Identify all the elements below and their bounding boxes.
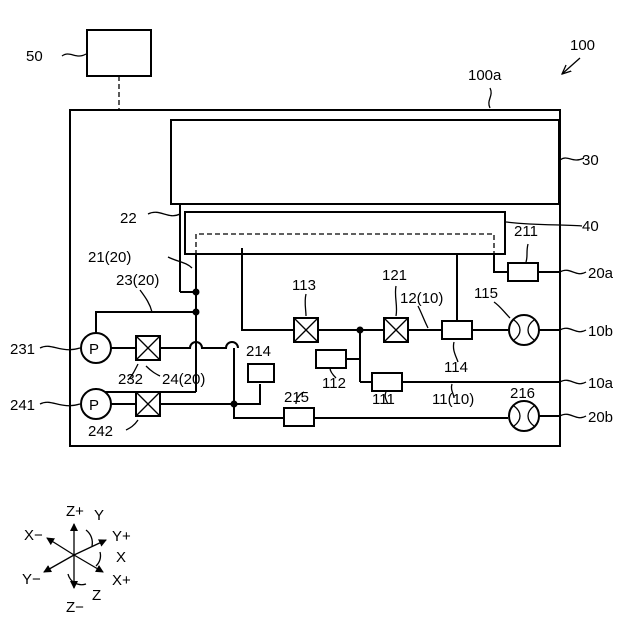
label-port-10a: 10a — [588, 375, 614, 392]
leader-100a — [489, 88, 491, 108]
label-valve-232-text: 232 — [118, 371, 143, 388]
controller-box — [87, 30, 151, 76]
element-211 — [508, 263, 538, 281]
label-axis-z-plus: Z+ — [66, 503, 84, 520]
label-axis-x-plus: X+ — [112, 572, 131, 589]
element-114 — [442, 321, 472, 339]
sensor-216 — [509, 401, 539, 431]
element-215 — [284, 408, 314, 426]
leader-30 — [560, 158, 584, 160]
axis-x-rotation — [96, 552, 101, 566]
label-line-23: 23(20) — [116, 272, 159, 289]
label-sensor-115: 115 — [474, 285, 498, 302]
leader-10a — [560, 380, 586, 383]
leader-10b — [560, 328, 586, 331]
axis-triad — [44, 524, 106, 588]
label-axis-x: X — [116, 549, 126, 566]
label-valve-242: 242 — [88, 423, 113, 440]
label-elem-215-text: 215 — [284, 389, 309, 406]
label-elem-111: 111 — [372, 391, 395, 408]
inner-block-40 — [185, 212, 505, 254]
label-upper-block: 30 — [582, 152, 599, 169]
label-valve-113: 113 — [292, 277, 316, 294]
axis-z-rotation — [68, 574, 86, 585]
junction-21 — [193, 289, 200, 296]
label-valve-121: 121 — [382, 267, 407, 284]
leader-20b — [560, 414, 586, 417]
label-axis-y-minus: Y− — [22, 571, 41, 588]
label-axis-x-minus: X− — [24, 527, 43, 544]
label-axis-y: Y — [94, 507, 104, 524]
leader-50 — [62, 54, 86, 56]
axis-y-rotation — [86, 530, 92, 546]
label-elem-114: 114 — [444, 359, 468, 376]
label-elem-214: 214 — [246, 343, 271, 360]
label-axis-y-plus: Y+ — [112, 528, 131, 545]
sensor-115 — [509, 315, 539, 345]
label-elem-112-text: 112 — [322, 375, 346, 392]
label-elem-211: 211 — [514, 223, 538, 240]
leader-113 — [305, 294, 306, 316]
element-112 — [316, 350, 346, 368]
label-line-22: 22 — [120, 210, 137, 227]
label-line-24: 24(20) — [162, 371, 205, 388]
label-controller: 50 — [26, 48, 43, 65]
label-line-12: 12(10) — [400, 290, 443, 307]
label-line-21: 21(20) — [88, 249, 131, 266]
axis-y-minus — [44, 555, 74, 572]
pump-231-symbol: P — [89, 341, 99, 358]
label-port-10b: 10b — [588, 323, 613, 340]
upper-block-30 — [171, 120, 559, 204]
element-214 — [248, 364, 274, 382]
label-port-20b: 20b — [588, 409, 613, 426]
label-device: 100 — [570, 37, 595, 54]
axis-x-minus — [47, 538, 74, 555]
axis-y-plus — [74, 540, 106, 555]
label-axis-z-minus: Z− — [66, 599, 84, 616]
pump-241-symbol: P — [89, 397, 99, 414]
label-pump-241: 241 — [10, 397, 35, 414]
label-inner-block: 40 — [582, 218, 599, 235]
label-pump-231: 231 — [10, 341, 35, 358]
leader-20a — [560, 270, 586, 273]
label-axis-z: Z — [92, 587, 101, 604]
label-port-20a: 20a — [588, 265, 614, 282]
label-sensor-216: 216 — [510, 385, 535, 402]
element-111 — [372, 373, 402, 391]
label-housing: 100a — [468, 67, 502, 84]
device-arrow — [562, 58, 580, 74]
